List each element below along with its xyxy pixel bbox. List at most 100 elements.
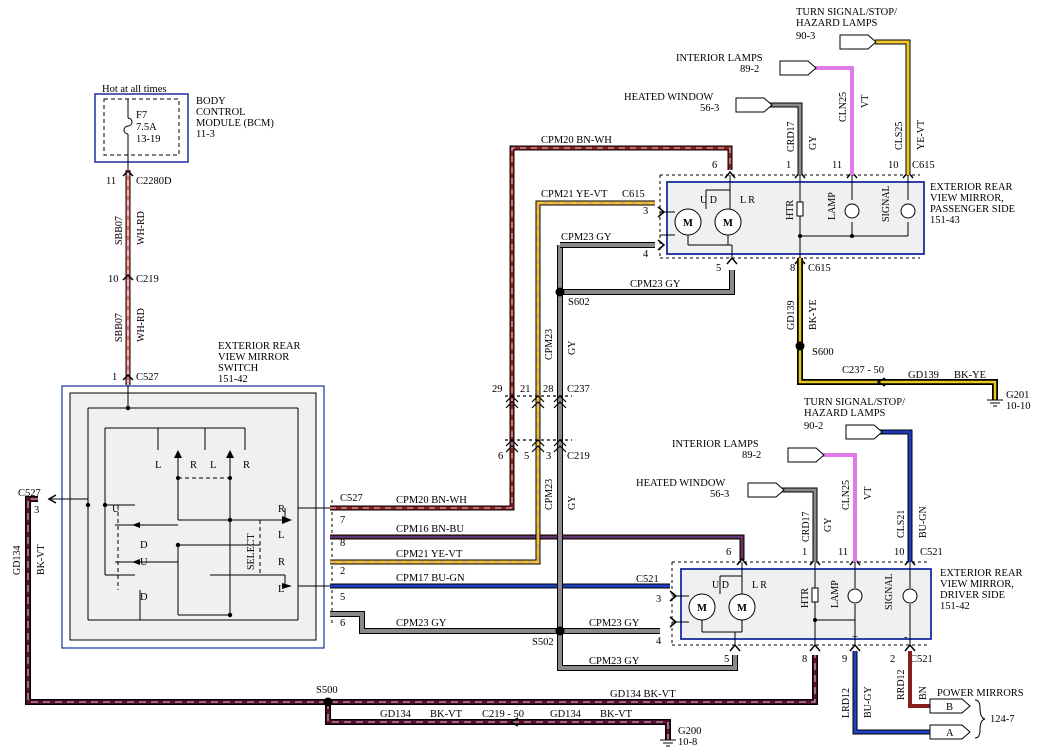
label-bkvt-g200a: BK-VT [430,709,463,720]
splice-s600 [795,341,805,351]
whrd-a: WH-RD [136,211,147,245]
drv-heat-ref: 56-3 [710,489,729,500]
mirror-switch: EXTERIOR REAR VIEW MIRROR SWITCH 151-42 [18,341,363,649]
switch-lb: L [278,584,284,595]
c219-p5: 5 [524,451,529,462]
power-a-connector [929,724,971,740]
label-cpm17-bugn: CPM17 BU-GN [396,573,465,584]
pass-vt: VT [860,95,871,108]
wire-cpm23-gy [330,242,738,671]
s600-label: S600 [812,347,834,358]
drv-title-3: DRIVER SIDE [940,590,1005,601]
pass-pin10: 10 [888,160,899,171]
drv-title-2: VIEW MIRROR, [940,579,1014,590]
power-title: POWER MIRRORS [937,688,1024,699]
drv-cln25: CLN25 [841,480,852,510]
drv-cls21: CLS21 [896,510,907,538]
label-cpm23-gy: CPM23 GY [396,618,447,629]
pass-lamp: LAMP [827,192,838,220]
c527-pin1: 1 [112,372,117,383]
drv-gy: GY [823,518,834,532]
bcm-module: Hot at all times F7 7.5A 13-19 BODY CONT… [94,84,274,170]
pass-int-connector [779,60,817,76]
pass-int-ref: 89-2 [740,64,759,75]
pass-heat-ref: 56-3 [700,103,719,114]
bkye-label: BK-YE [808,299,819,330]
power-b-connector [929,698,971,714]
c237-name: C237 [567,384,590,395]
switch-u2: U [140,557,148,568]
wire-cpm20-bnwh [330,145,733,511]
hot-at-all-times-label: Hot at all times [102,84,166,95]
fuse-ref: 13-19 [136,134,161,145]
label-cpm23-vert-a: CPM23 [544,329,555,360]
s602-label: S602 [568,297,590,308]
pass-crd17: CRD17 [786,121,797,152]
power-a: A [946,728,954,739]
sbb07-a: SBB07 [114,216,125,245]
ground-g201-symbol [987,399,1003,407]
pass-heat-connector [735,97,773,113]
drv-feed-int [820,453,857,562]
wire-rrd12-bn [908,651,930,708]
drv-int-connector [787,447,825,463]
s500-label: S500 [316,685,338,696]
gd139-h-label: GD139 [908,370,939,381]
drv-c521-top: C521 [920,547,943,558]
fuse-amp: 7.5A [136,122,157,133]
switch-pin8: 8 [340,538,345,549]
pass-pin6: 6 [712,160,717,171]
label-cpm23-top: CPM23 GY [561,232,612,243]
g200-label: G200 [678,726,701,737]
pass-pin1: 1 [786,160,791,171]
c219-label: C219 [136,274,159,285]
fuse-id: F7 [136,110,147,121]
drv-lr: L R [752,580,767,591]
c527-left-label: C527 [18,488,41,499]
pass-heat-label: HEATED WINDOW [624,92,713,103]
label-gd134-g200b: GD134 [550,709,582,720]
label-cpm21-yevt: CPM21 YE-VT [396,549,463,560]
drv-htr: HTR [800,588,811,608]
pass-title-2: VIEW MIRROR, [930,193,1004,204]
bugy-label: BU-GY [863,686,874,718]
label-cpm23-vert-b: CPM23 [544,479,555,510]
switch-title-1: EXTERIOR REAR [218,341,301,352]
label-cpm20-bnwh: CPM20 BN-WH [396,495,467,506]
drv-heat-label: HEATED WINDOW [636,478,725,489]
drv-pin8: 8 [802,654,807,665]
switch-la: L [278,530,284,541]
drv-title-1: EXTERIOR REAR [940,568,1023,579]
drv-turn-label-1: TURN SIGNAL/STOP/ [804,397,905,408]
drv-pin1: 1 [802,547,807,558]
passenger-mirror: M M U D L R HTR LAMP SIGNAL EXTE [622,160,1015,274]
drv-plus: + [852,632,858,643]
ground-g200-symbol [660,739,676,747]
g200-ref: 10-8 [678,737,697,748]
drv-vt: VT [863,487,874,500]
switch-d2: D [140,592,148,603]
drv-pin10: 10 [894,547,905,558]
switch-r1: R [190,460,197,471]
drv-motor-2: M [737,603,747,614]
pass-c615-bot: C615 [808,263,831,274]
wire-cpm21-yevt [330,200,655,565]
wire-gd139-bkye [797,258,998,400]
switch-rb: R [278,557,285,568]
drv-ref: 151-42 [940,601,970,612]
drv-motor-1: M [697,603,707,614]
switch-pin2: 2 [340,566,345,577]
label-cpm23-s502: CPM23 GY [589,618,640,629]
pass-title-3: PASSENGER SIDE [930,204,1015,215]
rrd12-label: RRD12 [896,669,907,700]
drv-feed-turn [880,429,913,562]
wire-lrd12-bugy [852,651,930,735]
pass-turn-label-2: HAZARD LAMPS [796,18,878,29]
switch-d1: D [140,540,148,551]
switch-ref: 151-42 [218,374,248,385]
drv-pin2: 2 [890,654,895,665]
drv-minus: - [904,632,908,643]
drv-heat-connector [747,482,785,498]
drv-bugn: BU-GN [918,506,929,538]
